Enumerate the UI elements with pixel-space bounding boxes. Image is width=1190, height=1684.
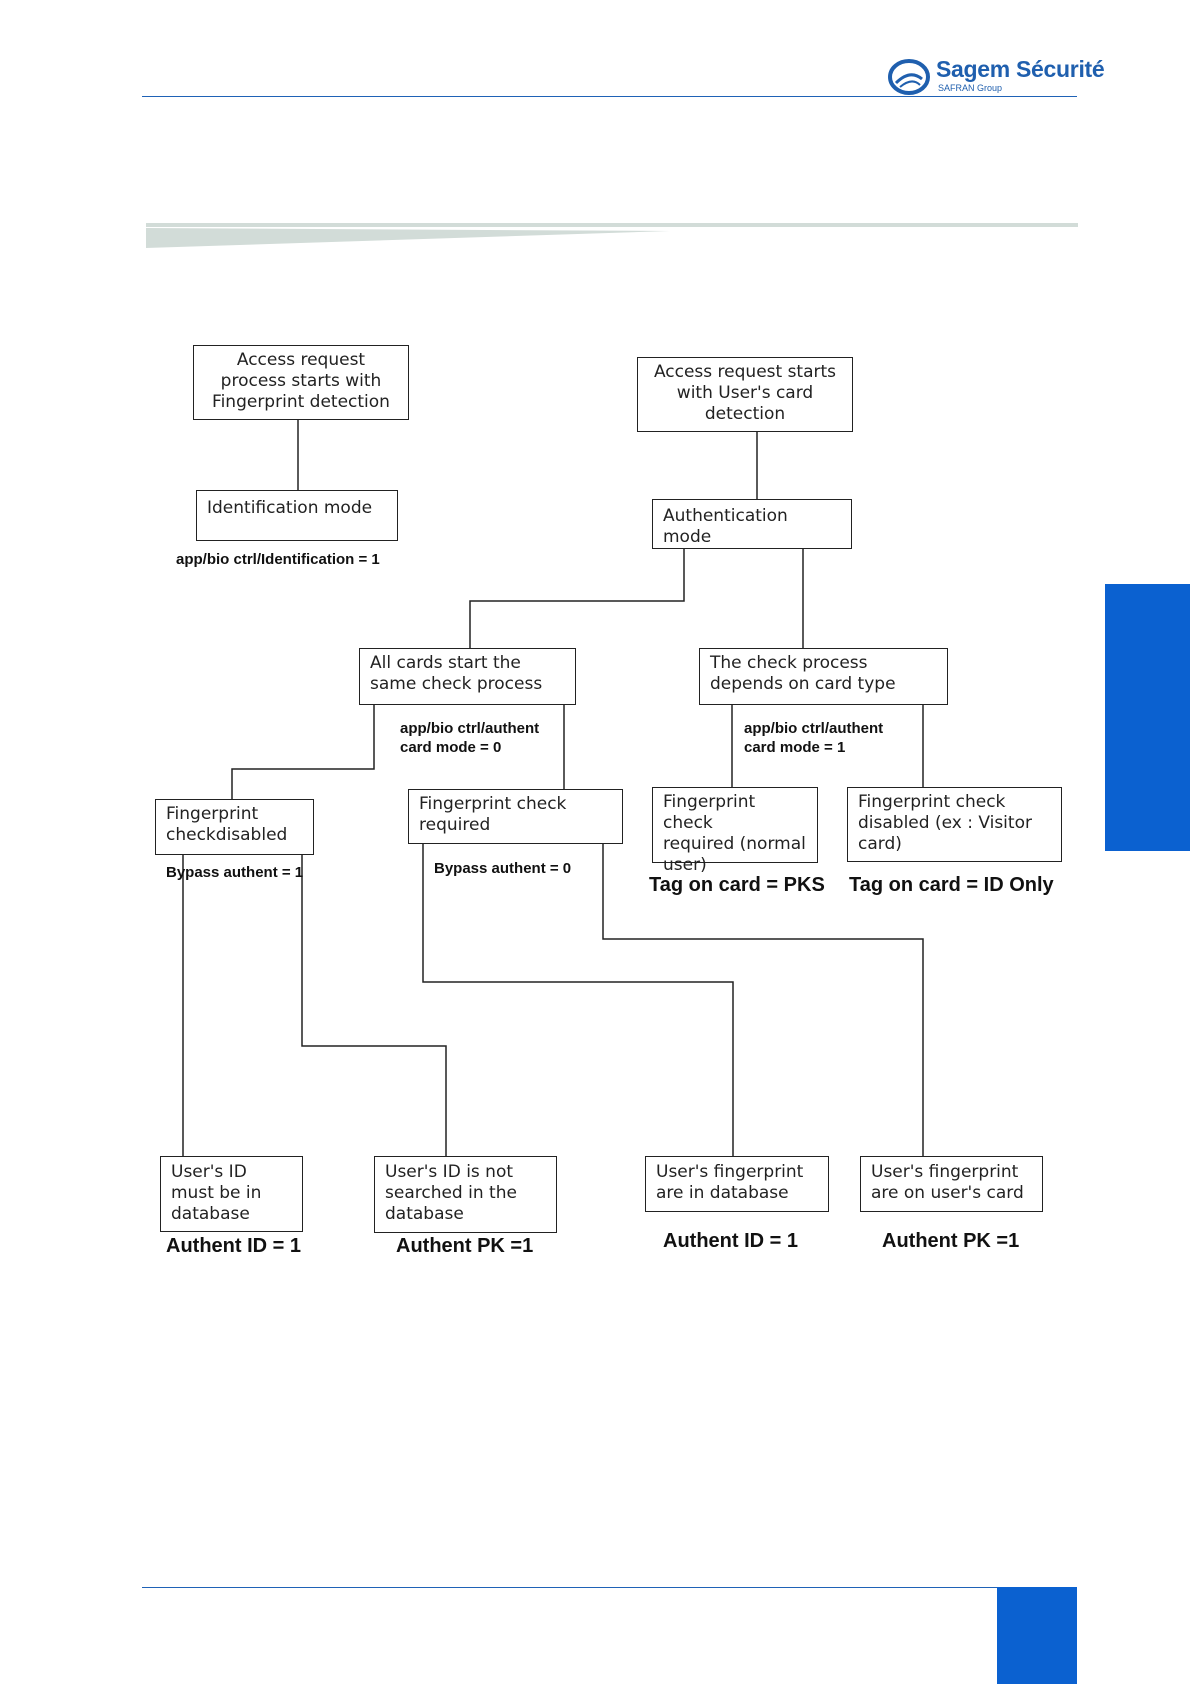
box-line: The check process [710,653,868,673]
box-line: database [171,1204,250,1224]
box-line: user) [663,855,707,875]
fingerprint-start-box: Access request process starts with Finge… [193,345,409,420]
box-line: card) [858,834,902,854]
box-line: Fingerprint check [858,792,1006,812]
box-line: same check process [370,674,543,694]
label-line: card mode = 0 [400,739,502,756]
header-rule [142,96,1077,97]
logo: Sagem Sécurité SAFRAN Group [888,56,1105,98]
box-line: Fingerprint [166,804,259,824]
box-line: Identification mode [207,498,373,518]
fingerprint-required-box: Fingerprint check required [408,789,623,844]
fingerprint-in-database-box: User's fingerprint are in database [645,1156,829,1212]
fingerprint-on-card-box: User's fingerprint are on user's card [860,1156,1043,1212]
label-line: app/bio ctrl/authent [400,720,540,737]
box-line: All cards start the [370,653,521,673]
authent-id-label: Authent ID = 1 [166,1235,302,1257]
box-line: searched in the [385,1183,517,1203]
box-line: Access request [236,350,366,370]
id-not-searched-box: User's ID is not searched in the databas… [374,1156,557,1233]
authent-card-mode-0-label: app/bio ctrl/authent card mode = 0 [400,719,539,757]
authent-card-mode-1-label: app/bio ctrl/authent card mode = 1 [744,719,883,757]
label-line: card mode = 1 [744,739,846,756]
box-line: required (normal [663,834,806,854]
box-line: disabled (ex : Visitor [858,813,1032,833]
bypass-authent-1-label: Bypass authent = 1 [166,864,304,881]
authent-pk-label: Authent PK =1 [396,1235,534,1257]
card-start-box: Access request starts with User's card d… [637,357,853,432]
section-band [146,223,1078,248]
box-line: Fingerprint detection [212,392,390,412]
box-line: must be in [171,1183,262,1203]
box-line: database [385,1204,464,1224]
all-cards-box: All cards start the same check process [359,648,576,705]
side-tab [1105,584,1190,851]
footer-rule [142,1587,1077,1588]
box-line: User's fingerprint [656,1162,804,1182]
fingerprint-disabled-box: Fingerprint checkdisabled [155,799,314,855]
box-line: process starts with [220,371,382,391]
tag-id-only-label: Tag on card = ID Only [849,874,1054,896]
fingerprint-required-normal-box: Fingerprint check required (normal user) [652,787,818,875]
box-line: depends on card type [710,674,896,694]
box-line: required [419,815,491,835]
box-line: are in database [656,1183,789,1203]
box-line: detection [704,404,786,424]
box-line: with User's card [676,383,814,403]
box-line: are on user's card [871,1183,1024,1203]
fingerprint-disabled-visitor-box: Fingerprint check disabled (ex : Visitor… [847,787,1062,862]
id-in-database-box: User's ID must be in database [160,1156,303,1232]
authentication-mode-box: Authentication mode [652,499,852,549]
bypass-authent-0-label: Bypass authent = 0 [434,860,572,877]
brand-name: Sagem Sécurité [936,56,1105,82]
box-line: User's ID is not [385,1162,514,1182]
label-line: app/bio ctrl/authent [744,720,884,737]
box-line: checkdisabled [166,825,288,845]
authent-pk-label: Authent PK =1 [882,1230,1020,1252]
sagem-swirl-icon [888,59,930,95]
brand-subtitle: SAFRAN Group [938,83,1003,93]
authent-id-label: Authent ID = 1 [663,1230,799,1252]
box-line: Fingerprint check [663,792,756,833]
tag-pks-label: Tag on card = PKS [649,874,825,896]
box-line: Access request starts [653,362,837,382]
identification-setting-label: app/bio ctrl/Identification = 1 [176,551,380,568]
box-line: Authentication mode [663,506,788,547]
box-line: Fingerprint check [419,794,567,814]
check-by-card-type-box: The check process depends on card type [699,648,948,705]
box-line: User's fingerprint [871,1162,1019,1182]
identification-mode-box: Identification mode [196,490,398,541]
box-line: User's ID [171,1162,247,1182]
footer-tab [997,1587,1077,1684]
